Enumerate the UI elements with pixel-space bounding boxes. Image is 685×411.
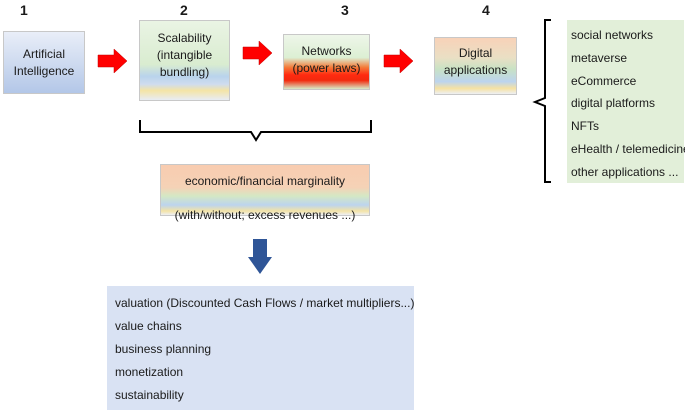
step-number-2: 2 (180, 2, 188, 18)
arrow-down-icon (248, 239, 272, 274)
list-item: business planning (115, 342, 212, 356)
list-item: eCommerce (571, 73, 637, 88)
step-number-4: 4 (482, 2, 490, 18)
digital-applications-label: Digital applications (443, 46, 508, 77)
list-item: social networks (571, 28, 654, 42)
list-item: other applications ... (571, 164, 679, 179)
list-item: valuation (Discounted Cash Flows / marke… (115, 296, 415, 310)
marginality-line-1: economic/financial marginality (184, 174, 346, 188)
marginality-box: economic/financial marginality (with/wit… (160, 164, 370, 222)
arrow-right-icon-1 (97, 48, 128, 74)
list-item: sustainability (115, 388, 184, 402)
networks-box: Networks (power laws) (283, 34, 370, 90)
artificial-intelligence-box: Artificial Intelligence (3, 31, 85, 94)
artificial-intelligence-label: Artificial Intelligence (13, 46, 75, 78)
arrow-right-icon-2 (242, 40, 273, 66)
digital-applications-box: Digital applications (434, 37, 517, 95)
right-brace-icon (532, 19, 551, 183)
step-number-3: 3 (341, 2, 349, 18)
list-item: eHealth / telemedicine (571, 141, 685, 156)
scalability-box: Scalability (intangible bundling) (139, 20, 230, 101)
arrow-right-icon-3 (383, 48, 414, 74)
marginality-line-2: (with/without; excess revenues ...) (174, 208, 356, 222)
list-item: value chains (115, 319, 182, 333)
list-item: NFTs (571, 119, 599, 134)
list-item: metaverse (571, 50, 628, 65)
bottom-brace-icon (139, 120, 372, 142)
networks-label: Networks (power laws) (292, 44, 361, 75)
list-item: digital platforms (571, 96, 656, 111)
scalability-label: Scalability (intangible bundling) (156, 31, 213, 79)
step-number-1: 1 (20, 2, 28, 18)
outcomes-list: valuation (Discounted Cash Flows / marke… (107, 286, 414, 410)
applications-list: social networks metaverse eCommerce digi… (567, 20, 685, 183)
list-item: monetization (115, 365, 184, 379)
